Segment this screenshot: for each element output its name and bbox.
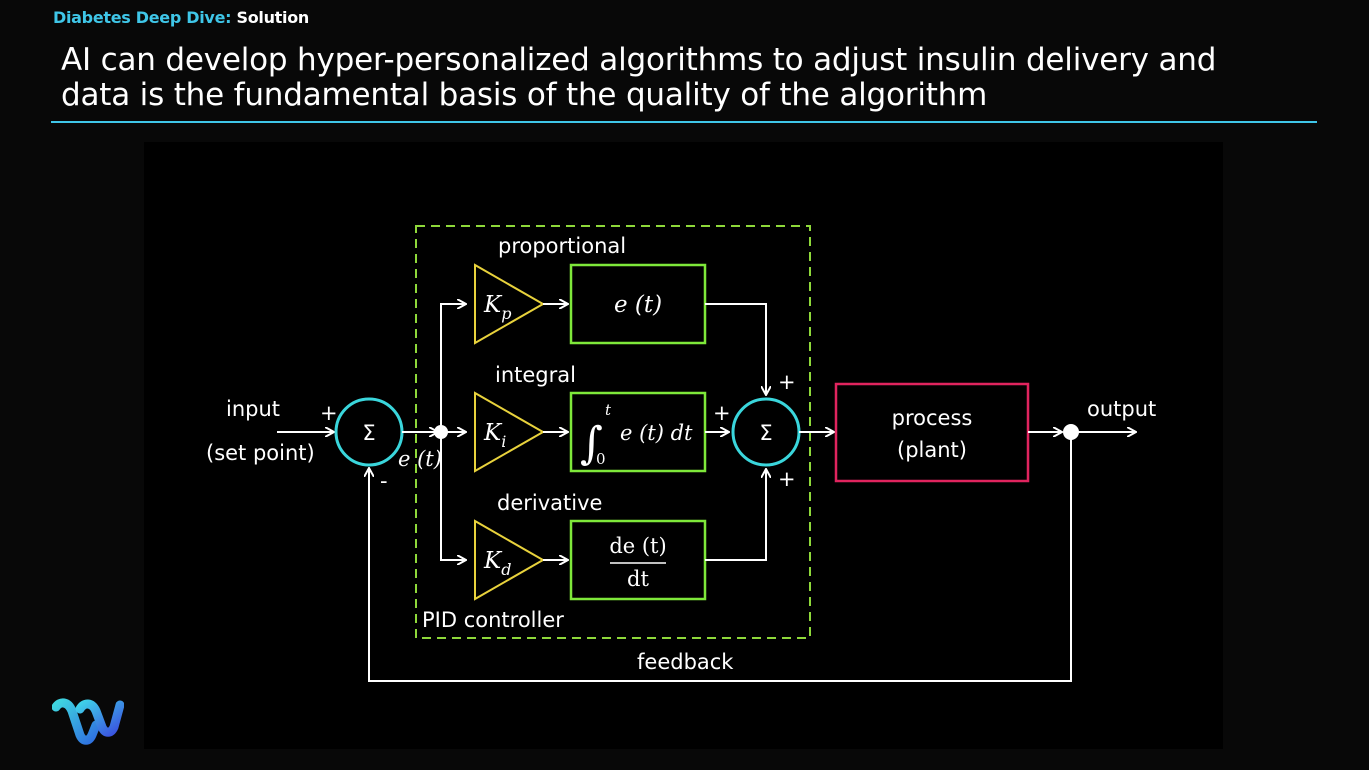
title-divider <box>51 121 1317 123</box>
ki-symbol: Ki <box>483 420 506 451</box>
feedback-path <box>369 432 1072 682</box>
input-plus-sign: + <box>320 401 338 425</box>
kp-gain-triangle <box>474 263 546 345</box>
pid-diagram-svg: input (set point) + Σ - e (t) proportion… <box>206 225 1156 682</box>
slide-title: AI can develop hyper-personalized algori… <box>61 43 1321 113</box>
breadcrumb-section: Diabetes Deep Dive: <box>53 8 232 27</box>
integral-plus-sign: + <box>713 401 731 425</box>
derivative-plus-sign: + <box>778 467 796 491</box>
derivative-numerator: de (t) <box>609 534 666 558</box>
derivative-denominator: dt <box>627 567 649 591</box>
input-label: input <box>226 397 280 421</box>
error-sum-symbol: Σ <box>362 421 375 445</box>
integral-upper-limit: t <box>605 401 612 419</box>
proportional-plus-sign: + <box>778 370 796 394</box>
output-label: output <box>1087 397 1156 421</box>
breadcrumb: Diabetes Deep Dive: Solution <box>53 8 309 27</box>
pid-diagram: input (set point) + Σ - e (t) proportion… <box>144 142 1223 749</box>
integral-label: integral <box>495 363 576 387</box>
proportional-output-arrow <box>705 303 766 395</box>
derivative-branch-arrow <box>440 432 466 560</box>
breadcrumb-subsection: Solution <box>231 8 309 27</box>
feedback-minus-sign: - <box>380 469 388 493</box>
derivative-label: derivative <box>497 491 602 515</box>
derivative-output-arrow <box>705 469 766 561</box>
integral-lower-limit: 0 <box>596 450 606 468</box>
kd-gain-triangle <box>474 519 546 601</box>
process-label-line-1: process <box>892 406 973 430</box>
slide-title-line-2: data is the fundamental basis of the qua… <box>61 77 988 113</box>
wave-logo-icon <box>51 698 125 745</box>
process-label-line-2: (plant) <box>897 438 967 462</box>
proportional-expr: e (t) <box>614 292 662 318</box>
error-label: e (t) <box>398 447 442 471</box>
ki-gain-triangle <box>474 391 546 473</box>
proportional-label: proportional <box>498 234 626 258</box>
kd-symbol: Kd <box>483 548 511 579</box>
process-block <box>834 382 1030 483</box>
pid-controller-label: PID controller <box>422 608 564 632</box>
feedback-label: feedback <box>637 650 734 674</box>
proportional-branch-arrow <box>440 304 466 432</box>
integral-expr: e (t) dt <box>620 421 693 445</box>
pid-sum-symbol: Σ <box>759 421 772 445</box>
company-logo <box>51 697 125 747</box>
setpoint-label: (set point) <box>206 441 315 465</box>
kp-symbol: Kp <box>483 292 511 323</box>
slide-title-line-1: AI can develop hyper-personalized algori… <box>61 42 1217 78</box>
integral-sign: ∫ <box>580 418 603 469</box>
